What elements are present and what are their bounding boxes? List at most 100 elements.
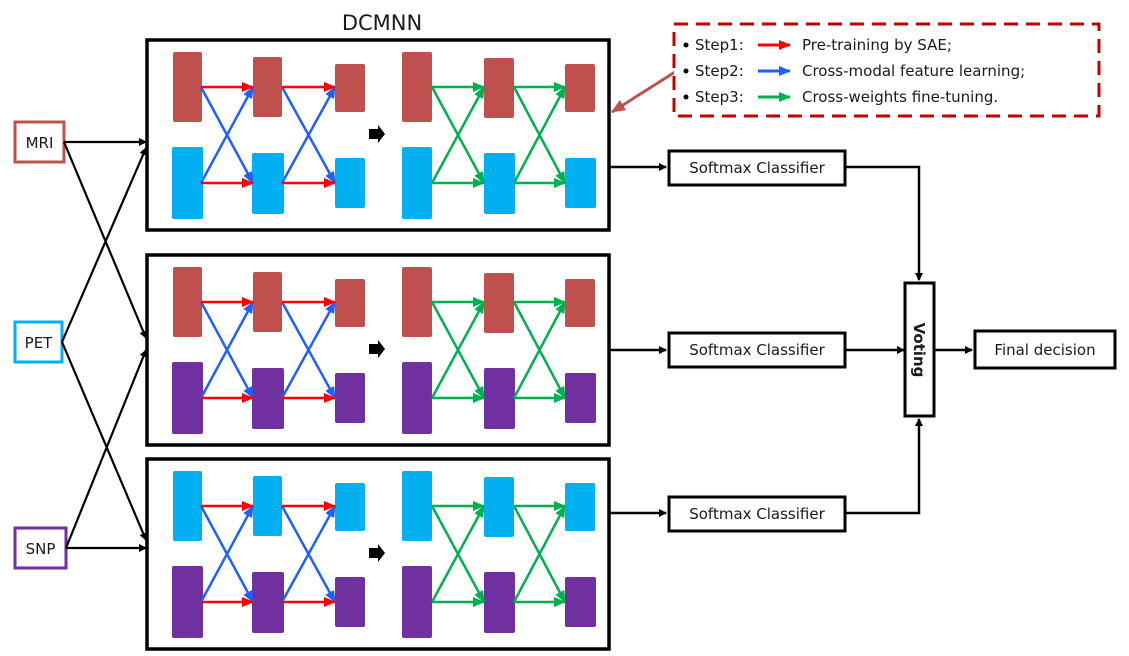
- step3-cross-edge: [430, 505, 486, 603]
- layer-block-snp: [335, 577, 365, 627]
- layer-block-snp: [335, 373, 365, 423]
- network-mri-pet: [145, 38, 611, 232]
- input-connectors: [60, 138, 148, 552]
- classifier-label: Softmax Classifier: [689, 341, 825, 359]
- legend-step-text: Pre-training by SAE;: [802, 36, 952, 54]
- layer-block-snp: [252, 572, 284, 633]
- layer-block-pet: [173, 471, 202, 541]
- bullet-icon: [683, 94, 689, 100]
- step2-cross-edge: [199, 301, 255, 399]
- layer-block-snp: [252, 368, 284, 429]
- layer-block-snp: [172, 362, 203, 434]
- input-snp: SNP: [13, 526, 68, 570]
- layer-block-mri: [565, 64, 595, 112]
- network-pet-snp: [145, 457, 611, 651]
- networks: [145, 38, 611, 651]
- layer-block-mri: [173, 52, 202, 122]
- input-pet: PET: [13, 320, 64, 364]
- layer-block-mri: [402, 52, 432, 122]
- layer-block-pet: [335, 483, 365, 531]
- layer-block-mri: [253, 57, 282, 117]
- layer-block-pet: [253, 476, 282, 536]
- step3-cross-edge: [512, 505, 567, 603]
- legend-step-label: Step3:: [695, 88, 744, 106]
- input-snp-box: [13, 526, 68, 570]
- classifier-label: Softmax Classifier: [689, 159, 825, 177]
- classifier-2: Softmax Classifier: [667, 331, 847, 369]
- legend-step-label: Step1:: [695, 36, 744, 54]
- diagram-title: DCMNN: [342, 11, 422, 35]
- layer-block-pet: [484, 477, 514, 537]
- edge-pet-to-net1: [60, 147, 148, 343]
- step3-cross-edge: [430, 86, 486, 184]
- transition-arrow-icon: [369, 125, 385, 143]
- legend-item-step3: Step3: Cross-weights fine-tuning.: [683, 88, 998, 106]
- voting-label: Voting: [910, 323, 928, 378]
- input-mri-label: MRI: [26, 134, 54, 152]
- layer-block-pet: [252, 153, 284, 214]
- legend-item-step1: Step1: Pre-training by SAE;: [683, 36, 952, 54]
- step3-cross-edge: [512, 301, 567, 399]
- layer-block-mri: [335, 279, 365, 327]
- step2-cross-edge: [280, 505, 337, 603]
- final-decision-label: Final decision: [994, 341, 1095, 359]
- layer-block-pet: [172, 147, 203, 219]
- input-mri: MRI: [13, 120, 66, 164]
- layer-block-mri: [335, 64, 365, 112]
- network-mri-snp: [145, 253, 611, 447]
- edge-classifier1-to-voting: [845, 165, 923, 281]
- classifier-1: Softmax Classifier: [667, 149, 847, 187]
- layer-block-snp: [484, 572, 515, 633]
- layer-block-mri: [402, 267, 432, 337]
- legend-border: [672, 22, 1101, 118]
- layer-block-pet: [335, 158, 365, 208]
- transition-arrow-icon: [369, 340, 385, 358]
- legend-step-text: Cross-modal feature learning;: [802, 62, 1025, 80]
- layer-block-pet: [402, 147, 432, 219]
- step2-cross-edge: [280, 86, 337, 184]
- voting-input-edges: [845, 165, 973, 515]
- layer-block-pet: [402, 471, 432, 541]
- legend-step-label: Step2:: [695, 62, 744, 80]
- step2-cross-edge: [199, 86, 255, 184]
- step3-cross-edge: [512, 86, 567, 184]
- bullet-icon: [683, 42, 689, 48]
- layer-block-mri: [484, 273, 514, 333]
- layer-block-pet: [565, 483, 595, 531]
- input-mri-box: [13, 120, 66, 164]
- layer-block-snp: [172, 566, 203, 638]
- edge-snp-to-net2: [64, 349, 148, 549]
- classifier-label: Softmax Classifier: [689, 505, 825, 523]
- layer-block-mri: [484, 58, 514, 118]
- layer-block-snp: [402, 566, 432, 638]
- voting-block: Voting: [903, 281, 936, 418]
- layer-block-snp: [565, 373, 596, 423]
- input-snp-label: SNP: [26, 540, 56, 558]
- input-pet-box: [13, 320, 64, 364]
- final-decision-box: [973, 329, 1117, 370]
- layer-block-snp: [402, 362, 432, 434]
- layer-block-snp: [484, 368, 515, 429]
- layer-block-snp: [565, 577, 596, 627]
- bullet-icon: [683, 68, 689, 74]
- legend: Step1: Pre-training by SAE; Step2: Cross…: [672, 22, 1101, 118]
- edge-classifier3-to-voting: [845, 418, 923, 515]
- layer-block-pet: [565, 158, 596, 208]
- network-output-edges: [610, 163, 667, 517]
- voting-box: [903, 281, 936, 418]
- final-decision: Final decision: [973, 329, 1117, 370]
- classifier-3: Softmax Classifier: [667, 495, 847, 533]
- step3-cross-edge: [430, 301, 486, 399]
- step2-cross-edge: [280, 301, 337, 399]
- legend-item-step2: Step2: Cross-modal feature learning;: [683, 62, 1025, 80]
- input-pet-label: PET: [25, 334, 54, 352]
- transition-arrow-icon: [369, 544, 385, 562]
- legend-step-text: Cross-weights fine-tuning.: [802, 88, 998, 106]
- layer-block-mri: [253, 272, 282, 332]
- layer-block-mri: [565, 279, 595, 327]
- layer-block-mri: [173, 267, 202, 337]
- layer-block-pet: [484, 153, 515, 214]
- step2-cross-edge: [199, 505, 255, 603]
- classifier-box: [667, 495, 847, 533]
